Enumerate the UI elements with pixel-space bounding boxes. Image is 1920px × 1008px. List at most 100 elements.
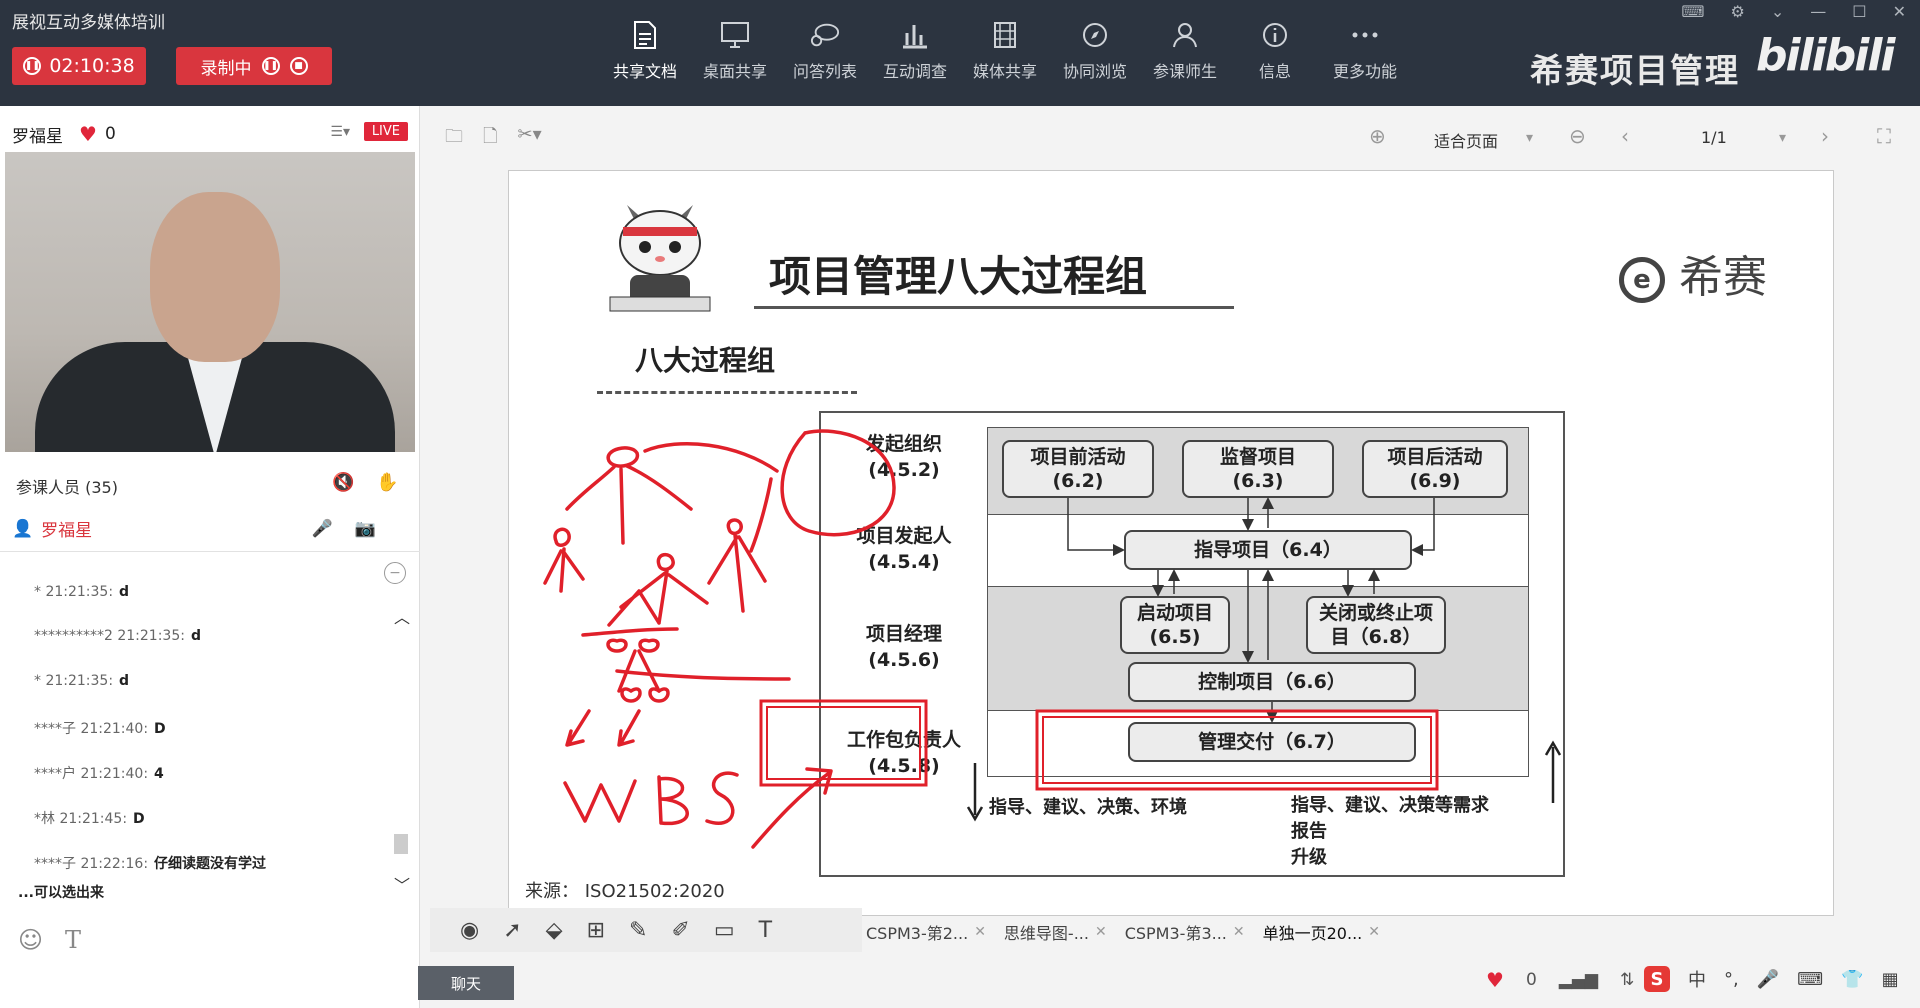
text-tool-icon[interactable]: T [758,917,773,943]
process-pre-project: 项目前活动 (6.2) [1002,440,1154,498]
tool-info[interactable]: 信息 [1230,20,1320,90]
tool-desktop-share[interactable]: 桌面共享 [690,20,780,90]
tool-survey[interactable]: 互动调查 [870,20,960,90]
role-name: 项目经理 [865,623,942,645]
role-code: (4.5.6) [868,649,940,671]
list-item: ...可以选出来 [18,882,104,902]
timer-button[interactable]: ❚❚ 02:10:38 [12,47,146,85]
laser-pointer-icon[interactable]: ◉ [460,917,480,943]
chevron-up-icon[interactable]: ︿ [394,608,411,627]
zoom-select[interactable]: 适合页面 [1434,132,1499,151]
live-badge: LIVE [363,122,408,141]
tool-shared-doc[interactable]: 共享文档 [600,20,690,90]
close-icon[interactable]: ✕ [974,924,986,940]
chevron-down-icon[interactable]: ⌄ [1770,2,1785,21]
settings-icon[interactable]: ⚙ [1730,2,1745,21]
heart-icon[interactable]: ♥ [79,122,97,146]
grid-icon[interactable]: ▦ [1881,968,1899,990]
list-item: ****子 21:22:16:仔细读题没有学过 [34,853,266,873]
status-bar: ♥ 0 ▂▄▆ ⇅ [1486,968,1634,992]
window-controls: ⌨ ⚙ ⌄ — ☐ ✕ [1681,2,1906,21]
hand-icon[interactable]: ✋ [376,472,399,493]
chat-scrollbar[interactable]: ︿ ﹀ [392,604,410,1004]
new-file-icon[interactable]: 🗋 [483,126,498,147]
camera-icon[interactable]: 📷 [354,518,376,539]
chat-tab[interactable]: 聊天 [418,966,514,1000]
tab-label: 单独一页20... [1262,924,1363,943]
tool-label: 更多功能 [1332,62,1397,81]
select-arrow-icon[interactable]: ➚ [503,917,522,943]
close-icon[interactable]: ✕ [1368,924,1380,940]
title-banner [754,231,1234,309]
chat-bubble-icon [810,20,840,50]
keyboard-icon[interactable]: ⌨ [1797,968,1824,990]
eraser-icon[interactable]: ⬙ [545,917,563,943]
draw-toolbar: ◉ ➚ ⬙ ⊞ ✎ ✐ ▭ T [430,908,862,952]
collapse-icon[interactable]: − [384,562,406,584]
heart-icon[interactable]: ♥ [1486,968,1504,992]
role-code: (4.5.2) [868,459,940,481]
microphone-icon[interactable]: 🎤 [311,518,333,539]
menu-icon[interactable]: ☰▾ [330,124,350,140]
emoji-icon[interactable]: ☺ [18,926,44,954]
app-title: 展视互动多媒体培训 [12,13,165,33]
scroll-thumb[interactable] [394,834,408,854]
slide-canvas[interactable]: 项目管理八大过程组 e 希赛 八大过程组 发起组织 (4.5.2) 项目发起人 … [508,170,1834,916]
tool-qa-list[interactable]: 问答列表 [780,20,870,90]
sogou-icon[interactable]: S [1644,966,1670,992]
like-count: 0 [104,124,116,144]
list-item: * 21:21:35:d [34,673,129,689]
e-logo-icon: e [1619,257,1665,303]
participant-row[interactable]: 👤 罗福星 🎤 📷 [12,516,412,542]
stamp-icon[interactable]: ⊞ [586,917,605,943]
chevron-down-icon[interactable]: ﹀ [394,876,411,895]
recording-button[interactable]: 录制中 ❚❚ ■ [176,47,332,85]
tab-doc-4[interactable]: 单独一页20... ✕ [1263,920,1380,944]
close-icon[interactable]: ✕ [1892,2,1906,21]
skin-icon[interactable]: 👕 [1841,968,1864,990]
person-head [150,192,280,362]
folder-icon[interactable]: 🗀 [445,126,463,147]
tab-doc-2[interactable]: 思维导图-... ✕ [1004,920,1107,944]
role-work-package-lead: 工作包负责人 (4.5.8) [831,727,977,779]
tool-cobrowse[interactable]: 协同浏览 [1050,20,1140,90]
keyboard-icon[interactable]: ⌨ [1681,2,1705,21]
rectangle-icon[interactable]: ▭ [713,917,735,943]
tool-more[interactable]: 更多功能 [1320,20,1410,90]
cut-icon[interactable]: ✂▾ [517,124,542,145]
stop-recording-icon[interactable]: ■ [289,57,308,75]
ime-toolbar: S 中 °, 🎤 ⌨ 👕 ▦ [1644,966,1899,992]
punctuation-icon[interactable]: °, [1724,968,1739,990]
tab-doc-1[interactable]: CSPM3-第2...✕ [866,920,986,944]
zoom-out-icon[interactable]: ⊖ [1569,124,1586,148]
microphone-icon[interactable]: 🎤 [1756,968,1780,990]
tool-participants[interactable]: 参课师生 [1140,20,1230,90]
participant-name: 罗福星 [41,521,93,541]
close-icon[interactable]: ✕ [1232,924,1245,940]
timer-label: 02:10:38 [49,55,135,77]
people-icon [1170,20,1200,50]
page-indicator[interactable]: 1/1 [1701,128,1727,147]
fullscreen-icon[interactable]: ⛶ [1877,124,1891,148]
text-format-icon[interactable]: T [65,926,82,954]
pen-icon[interactable]: ✎ [629,917,648,943]
tab-doc-3[interactable]: CSPM3-第3...✕ [1125,920,1245,944]
role-project-sponsor: 项目发起人 (4.5.4) [839,523,969,575]
tab-label: 思维导图-... [1003,924,1089,943]
zoom-in-icon[interactable]: ⊕ [1369,124,1386,148]
zoom-dropdown-icon[interactable]: ▾ [1526,130,1534,146]
tool-media-share[interactable]: 媒体共享 [960,20,1050,90]
page-dropdown-icon[interactable]: ▾ [1779,130,1787,146]
pause-recording-icon[interactable]: ❚❚ [261,57,280,75]
prev-page-icon[interactable]: ‹ [1621,124,1629,148]
bilibili-logo: bilibili [1756,30,1895,81]
mute-all-icon[interactable]: 🔇 [332,472,355,493]
maximize-icon[interactable]: ☐ [1852,2,1867,21]
next-page-icon[interactable]: › [1821,124,1829,148]
close-icon[interactable]: ✕ [1094,924,1107,940]
language-icon[interactable]: 中 [1688,970,1706,991]
minimize-icon[interactable]: — [1810,2,1827,21]
host-row: 罗福星 ♥ 0 ☰▾ LIVE [12,122,412,147]
process-monitor: 监督项目 (6.3) [1182,440,1334,498]
marker-icon[interactable]: ✐ [671,917,690,943]
